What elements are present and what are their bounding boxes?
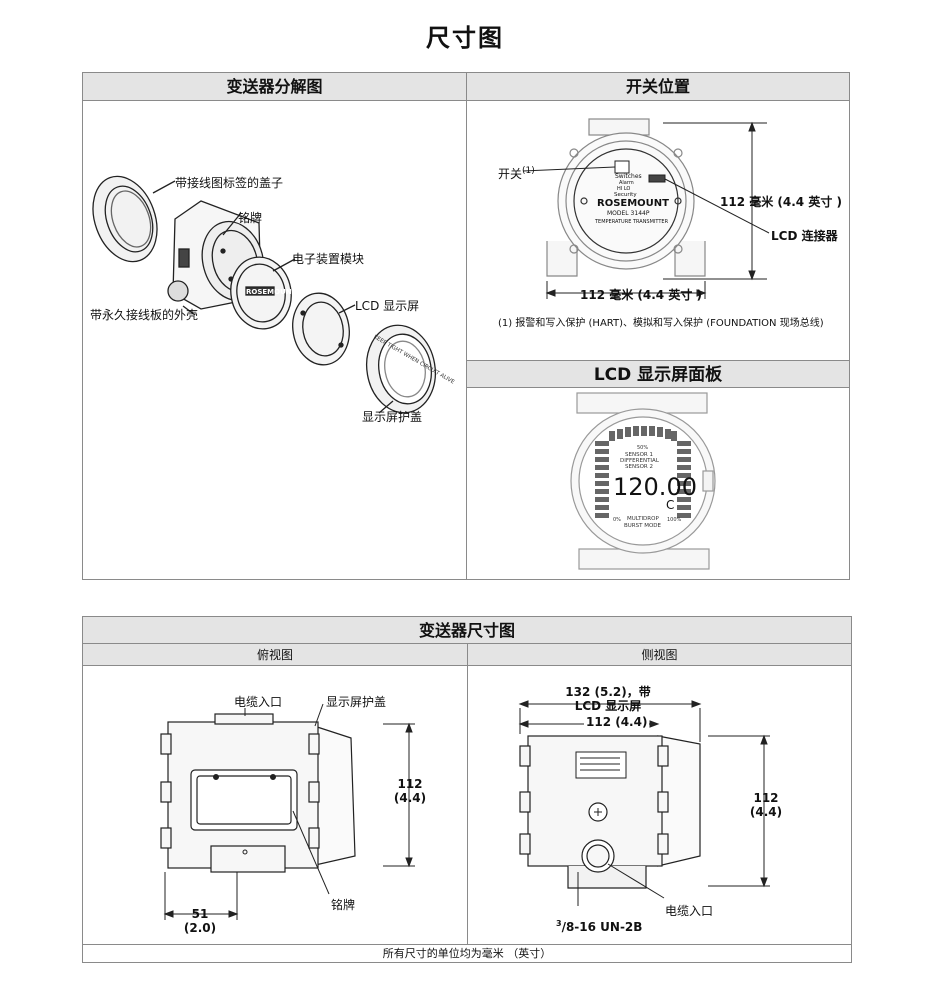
side-view-header: 侧视图	[467, 644, 851, 666]
top-dim-width: 51(2.0)	[182, 907, 218, 935]
top-panel-divider	[466, 101, 467, 579]
switch-text-top: Switches	[615, 173, 642, 180]
label-electronics-module: 电子装置模块	[292, 252, 365, 266]
side-dim-height-mm: 112	[753, 791, 779, 805]
switch-position-header: 开关位置	[466, 73, 849, 101]
lcd-multidrop: MULTIDROP	[627, 516, 659, 522]
dimension-header: 变送器尺寸图	[83, 617, 851, 644]
lcd-bar-pct: 50%	[637, 445, 648, 451]
side-thread-spec: 3/8-16 UN-2B	[556, 917, 642, 934]
label-cover-with-wiring: 带接线图标签的盖子	[175, 176, 284, 190]
top-dim-height-in: (4.4)	[393, 791, 427, 805]
module-brand: ROSEMOUNT	[246, 288, 297, 296]
units-footer: 所有尺寸的单位均为毫米 （英寸）	[83, 944, 851, 962]
switch-text-mid: Alarm	[619, 180, 634, 186]
switch-text-bottom: Security	[614, 192, 637, 198]
lcd-pct100: 100%	[667, 517, 682, 523]
bottom-panel	[82, 616, 852, 963]
switch-footnote: (1) 报警和写入保护 (HART)、模拟和写入保护 (FOUNDATION 现…	[498, 318, 824, 329]
top-dim-height-mm: 112	[397, 777, 423, 791]
label-lcd: LCD 显示屏	[355, 299, 420, 313]
side-dim-overall-line2: LCD 显示屏	[574, 699, 642, 713]
top-label-cable-entry: 电缆入口	[234, 695, 283, 709]
switch-text-mid2: HI LO	[617, 186, 630, 192]
label-switch-text: 开关	[498, 167, 523, 181]
lcd-unit: C	[666, 498, 674, 512]
exploded-view-header: 变送器分解图	[83, 73, 466, 101]
dim-vertical-112mm: 112 毫米 (4.4 英寸 )	[720, 195, 842, 209]
side-label-cable-entry: 电缆入口	[665, 904, 714, 918]
dim-horizontal-112mm: 112 毫米 (4.4 英寸 )	[580, 288, 702, 302]
label-nameplate: 铭牌	[238, 211, 263, 225]
side-view-drawing	[518, 700, 770, 906]
lcd-differential: DIFFERENTIAL	[620, 458, 660, 464]
bottom-panel-divider	[467, 666, 468, 944]
switch-position-drawing: Switches Alarm HI LO Security ROSEMOUNT …	[522, 118, 770, 299]
side-thread-text: /8-16 UN-2B	[561, 920, 643, 934]
top-dim-width-mm: 51	[191, 907, 209, 921]
top-view-header: 俯视图	[83, 644, 467, 666]
top-label-nameplate: 铭牌	[331, 898, 356, 912]
page-title: 尺寸图	[426, 24, 504, 52]
transmitter-subtitle: TEMPERATURE TRANSMITTER	[594, 219, 669, 225]
label-housing: 带永久接线板的外壳	[90, 308, 199, 322]
lcd-sensor2: SENSOR 2	[625, 464, 653, 470]
transmitter-model: MODEL 3144P	[607, 210, 650, 217]
lcd-sensor1: SENSOR 1	[625, 452, 653, 458]
side-dim-overall-line1: 132 (5.2)，带	[565, 685, 651, 699]
side-dim-height-in: (4.4)	[749, 805, 783, 819]
side-thread-sup: 3	[556, 919, 562, 928]
top-panel	[82, 72, 850, 580]
label-lcd-cover: 显示屏护盖	[362, 410, 423, 424]
top-view-drawing	[160, 703, 415, 920]
label-switch-footnote-ref: (1)	[522, 166, 535, 176]
label-lcd-connector: LCD 连接器	[771, 229, 838, 243]
top-dim-width-in: (2.0)	[183, 921, 217, 935]
top-label-display-cover: 显示屏护盖	[326, 695, 387, 709]
side-dim-height: 112(4.4)	[748, 791, 784, 819]
transmitter-brand: ROSEMOUNT	[597, 198, 669, 209]
lcd-panel-header: LCD 显示屏面板	[467, 360, 849, 388]
side-dim-inner: 112 (4.4)	[584, 715, 650, 729]
label-switch: 开关(1)	[498, 164, 535, 181]
lcd-panel-drawing: 50% SENSOR 1 DIFFERENTIAL SENSOR 2 120.0…	[570, 392, 716, 570]
lcd-reading: 120.00	[613, 473, 697, 501]
top-dim-height: 112(4.4)	[392, 777, 428, 805]
lcd-pct0: 0%	[613, 517, 621, 523]
lcd-burst-mode: BURST MODE	[624, 523, 662, 529]
exploded-view-drawing: ROSEMOUNT KEEP TIGHT WHEN CIRCUIT ALIVE	[92, 175, 456, 414]
